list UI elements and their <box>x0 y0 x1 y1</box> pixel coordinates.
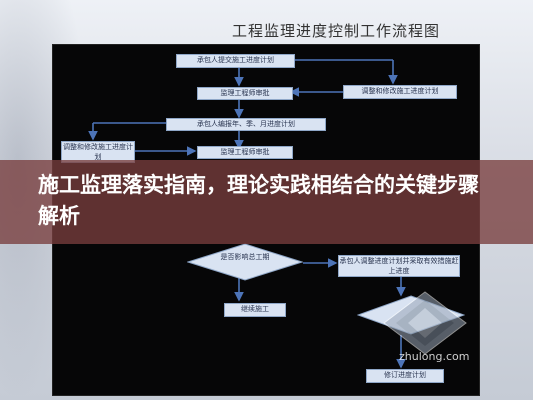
zhulong-logo-icon <box>383 291 467 355</box>
title-banner <box>0 160 533 244</box>
flow-diamond-delay-label: 是否影响总工期 <box>220 253 270 261</box>
flow-box-contractor-measures: 承包人调整进度计划并采取有效措施赶上进度 <box>338 255 460 277</box>
flow-box-contractor-plan: 承包人提交施工进度计划 <box>176 54 295 68</box>
flow-box-engineer-review-2: 监理工程师审批 <box>197 146 293 159</box>
flow-box-adjust-modify: 调整和修改施工进度计划 <box>343 85 457 99</box>
flow-box-continue: 继续施工 <box>224 303 286 317</box>
flow-diamond-delay <box>187 243 303 281</box>
watermark-site-text: zhulong.com <box>399 350 470 363</box>
flow-box-contractor-periodic: 承包人编报年、季、月进度计划 <box>166 118 326 131</box>
flow-box-revise-plan: 修订进度计划 <box>366 369 444 383</box>
flow-box-engineer-review: 监理工程师审批 <box>197 87 293 100</box>
article-title: 施工监理落实指南，理论实践相结合的关键步骤解析 <box>38 173 479 228</box>
flowchart-document-title: 工程监理进度控制工作流程图 <box>232 22 441 40</box>
